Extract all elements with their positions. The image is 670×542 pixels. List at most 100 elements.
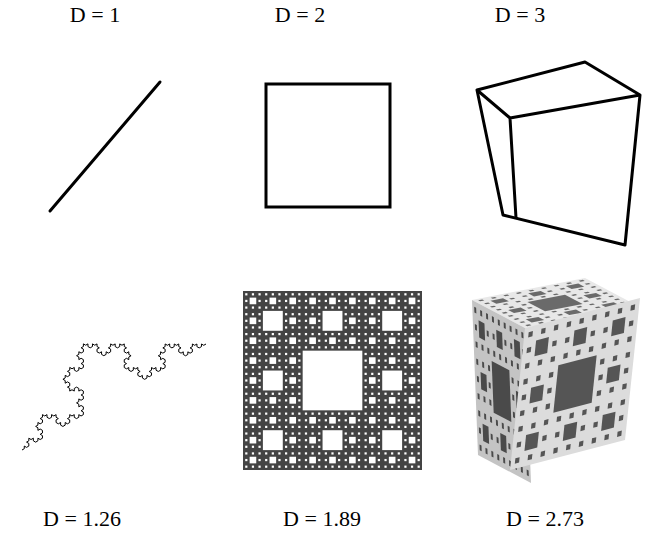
carpet-hole [365,326,367,328]
carpet-hole [323,430,343,450]
carpet-hole [365,386,367,388]
carpet-hole [258,413,260,415]
carpet-hole [318,439,320,441]
sponge-hole [493,351,495,358]
carpet-hole [252,306,254,308]
sponge-hole [576,349,581,355]
sponge-hole [582,309,588,311]
carpet-hole [378,386,380,388]
carpet-hole [371,432,373,434]
sponge-hole [502,303,508,305]
carpet-hole [378,413,380,415]
sponge-hole [529,384,543,403]
carpet-hole [349,457,356,464]
carpet-hole [338,426,340,428]
carpet-hole [278,346,280,348]
carpet-hole [349,318,356,325]
sponge-hole [478,393,480,400]
carpet-hole [398,466,400,468]
carpet-hole [378,360,380,362]
carpet-hole [305,466,307,468]
carpet-hole [292,432,294,434]
carpet-hole [398,346,400,348]
carpet-hole [325,340,327,342]
carpet-hole [278,406,280,408]
carpet-hole [285,452,287,454]
carpet-hole [378,326,380,328]
sponge-hole [525,363,530,369]
carpet-hole [331,413,333,415]
carpet-hole [418,466,420,468]
carpet-hole [411,346,413,348]
carpet-hole [252,386,254,388]
carpet-hole [358,300,360,302]
carpet-hole [325,306,327,308]
carpet-hole [378,452,380,454]
carpet-hole [351,293,353,295]
carpet-hole [298,326,300,328]
carpet-hole [398,406,400,408]
carpet-hole [312,293,314,295]
carpet-hole [384,452,386,454]
carpet-hole [285,293,287,295]
carpet-hole [252,413,254,415]
carpet-hole [345,293,347,295]
carpet-hole [245,306,247,308]
sponge-hole [504,322,506,329]
carpet-hole [252,406,254,408]
sponge-hole [584,292,590,294]
carpet-hole [265,419,267,421]
carpet-hole [418,426,420,428]
carpet-hole [418,393,420,395]
carpet-hole [351,306,353,308]
carpet-hole [345,333,347,335]
carpet-hole [305,340,307,342]
sponge-hole [566,284,584,290]
carpet-hole [384,293,386,295]
carpet-hole [404,346,406,348]
carpet-hole [325,452,327,454]
sponge-hole [603,327,608,333]
sponge-hole [589,303,595,305]
carpet-hole [391,353,393,355]
carpet-hole [378,366,380,368]
carpet-hole [338,333,340,335]
carpet-hole [305,452,307,454]
carpet-hole [365,320,367,322]
carpet-hole [404,419,406,421]
carpet-hole [298,346,300,348]
carpet-hole [285,326,287,328]
carpet-hole [351,432,353,434]
carpet-hole [365,452,367,454]
carpet-hole [318,313,320,315]
carpet-hole [345,326,347,328]
carpet-hole [398,413,400,415]
carpet-hole [349,298,356,305]
carpet-hole [329,337,336,344]
carpet-hole [411,313,413,315]
carpet-hole [358,459,360,461]
carpet-hole [404,379,406,381]
carpet-hole [384,360,386,362]
carpet-hole [278,293,280,295]
carpet-hole [345,466,347,468]
sponge-hole [484,413,486,420]
sponge-hole [508,443,510,450]
carpet-hole [258,346,260,348]
carpet-hole [365,419,367,421]
sponge-hole [553,447,558,453]
carpet-hole [298,426,300,428]
sponge-hole [579,280,585,282]
carpet-hole [292,333,294,335]
carpet-hole [312,326,314,328]
carpet-hole [305,300,307,302]
sponge-hole [483,424,490,444]
carpet-hole [338,419,340,421]
carpet-hole [382,430,402,450]
carpet-hole [270,417,277,424]
sponge-hole [571,294,577,296]
carpet-hole [404,459,406,461]
carpet-hole [365,393,367,395]
carpet-hole [285,333,287,335]
sponge-hole [618,308,623,314]
